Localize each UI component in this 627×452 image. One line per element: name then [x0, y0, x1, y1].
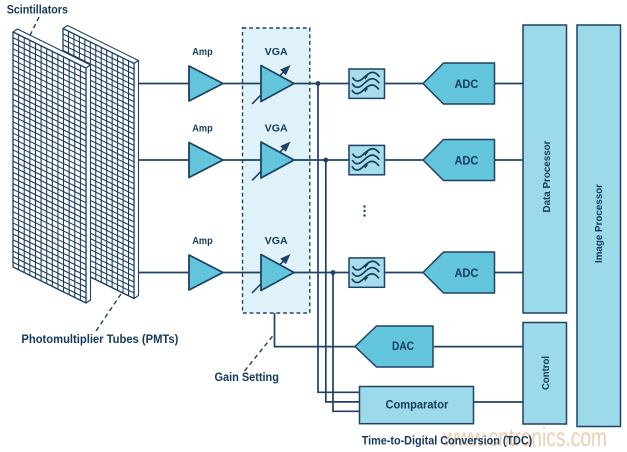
- svg-text:ADC: ADC: [454, 266, 478, 280]
- svg-text:Amp: Amp: [192, 236, 212, 247]
- svg-text:DAC: DAC: [392, 339, 414, 353]
- svg-text:VGA: VGA: [265, 47, 288, 58]
- svg-text:ADC: ADC: [454, 153, 478, 167]
- svg-text:Data Processor: Data Processor: [541, 141, 553, 213]
- svg-text:Comparator: Comparator: [386, 397, 449, 411]
- svg-text:Amp: Amp: [192, 47, 212, 58]
- svg-text:Scintillators: Scintillators: [7, 2, 68, 16]
- svg-text:Amp: Amp: [192, 124, 212, 135]
- svg-text:Image Processor: Image Processor: [593, 184, 605, 263]
- svg-text:Photomultiplier Tubes (PMTs): Photomultiplier Tubes (PMTs): [21, 332, 178, 346]
- svg-text:VGA: VGA: [265, 236, 288, 247]
- svg-text:ADC: ADC: [454, 77, 478, 91]
- svg-text:Control: Control: [540, 356, 552, 390]
- svg-text:www.cntronics.com: www.cntronics.com: [442, 422, 607, 452]
- svg-text:VGA: VGA: [265, 124, 288, 135]
- svg-text:Gain Setting: Gain Setting: [215, 370, 279, 384]
- svg-text:Time-to-Digital Conversion (TD: Time-to-Digital Conversion (TDC): [362, 434, 533, 448]
